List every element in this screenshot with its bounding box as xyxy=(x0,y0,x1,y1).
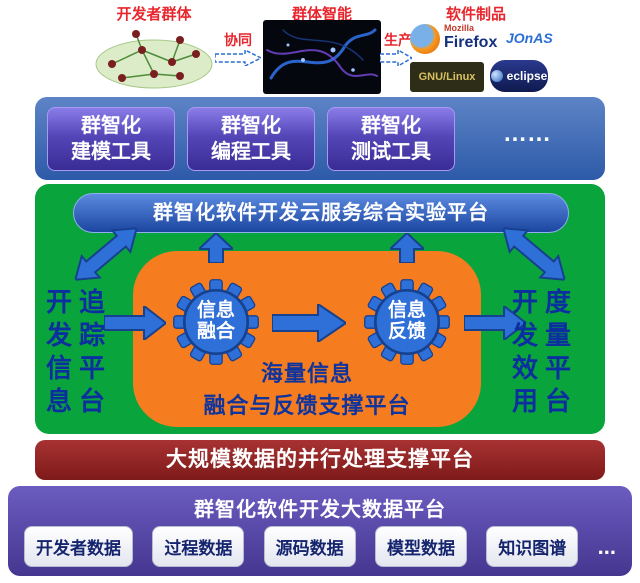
feedback-to-measure-arrow-icon xyxy=(464,306,526,340)
fusion-gear-label: 信息融合 xyxy=(196,300,235,342)
tools-ellipsis: …… xyxy=(503,120,551,147)
bigdata-band: 群智化软件开发大数据平台 开发者数据 过程数据 源码数据 模型数据 知识图谱 .… xyxy=(8,486,632,576)
data-box-developer: 开发者数据 xyxy=(24,526,133,567)
firefox-wordmark: Firefox xyxy=(444,33,498,51)
tracking-platform-col2: 追踪平台 xyxy=(78,287,105,416)
feedback-gear-label: 信息反馈 xyxy=(387,300,426,342)
produce-label: 生产 xyxy=(384,32,412,48)
feedback-up-arrow-icon xyxy=(390,233,424,263)
bigdata-ellipsis: ... xyxy=(597,533,616,559)
gnu-linux-logo: GNU/Linux xyxy=(410,62,484,92)
gnu-linux-wordmark: GNU/Linux xyxy=(418,71,476,83)
programming-tool-line2: 编程工具 xyxy=(211,141,291,163)
firefox-icon xyxy=(410,24,440,54)
software-artifacts-logos: Mozilla Firefox JOnAS GNU/Linux eclipse xyxy=(410,18,553,96)
mass-info-caption-line2: 融合与反馈支撑平台 xyxy=(203,393,411,418)
jonas-wordmark: JOnAS xyxy=(506,30,553,46)
collaborate-label: 协同 xyxy=(224,32,252,48)
testing-tool-line2: 测试工具 xyxy=(351,141,431,163)
modeling-tool-line1: 群智化 xyxy=(81,115,141,137)
neural-network-art xyxy=(266,28,378,80)
cloud-service-banner: 群智化软件开发云服务综合实验平台 xyxy=(73,193,569,233)
measure-platform-col1: 开发效用 xyxy=(511,287,538,416)
collective-intelligence-image xyxy=(263,20,381,94)
programming-tool-box: 群智化 编程工具 xyxy=(187,107,315,171)
programming-tool-line1: 群智化 xyxy=(221,115,281,137)
eclipse-logo: eclipse xyxy=(490,60,548,92)
produce-arrow-icon xyxy=(380,50,412,66)
developer-network-icon xyxy=(95,30,213,89)
measure-platform-col2: 度量平台 xyxy=(544,287,571,416)
banner-left-double-arrow-icon xyxy=(74,227,138,281)
bigdata-box-row: 开发者数据 过程数据 源码数据 模型数据 知识图谱 ... xyxy=(24,526,616,567)
collaborate-arrow-icon xyxy=(215,50,261,66)
data-box-process: 过程数据 xyxy=(152,526,245,567)
data-box-model: 模型数据 xyxy=(374,526,467,567)
software-artifacts-label: 软件制品 xyxy=(445,6,506,23)
parallel-processing-band: 大规模数据的并行处理支撑平台 xyxy=(35,440,605,480)
fusion-to-feedback-arrow-icon xyxy=(272,304,346,342)
collective-intelligence-label: 群体智能 xyxy=(291,6,352,23)
tracking-to-fusion-arrow-icon xyxy=(104,306,166,340)
testing-tool-line1: 群智化 xyxy=(361,115,421,137)
fusion-up-arrow-icon xyxy=(199,233,233,263)
mozilla-wordmark: Mozilla xyxy=(444,23,475,33)
eclipse-sphere-icon xyxy=(490,70,503,82)
data-box-source: 源码数据 xyxy=(263,526,356,567)
data-box-knowledge: 知识图谱 xyxy=(486,526,579,567)
testing-tool-box: 群智化 测试工具 xyxy=(327,107,455,171)
banner-right-double-arrow-icon xyxy=(502,227,566,281)
tracking-platform-col1: 开发信息 xyxy=(45,287,72,416)
modeling-tool-box: 群智化 建模工具 xyxy=(47,107,175,171)
mass-info-caption-line1: 海量信息 xyxy=(260,361,353,386)
developer-community-label: 开发者群体 xyxy=(116,6,192,23)
modeling-tool-line2: 建模工具 xyxy=(71,141,151,163)
bigdata-title: 群智化软件开发大数据平台 xyxy=(194,499,446,521)
eclipse-wordmark: eclipse xyxy=(506,69,548,83)
